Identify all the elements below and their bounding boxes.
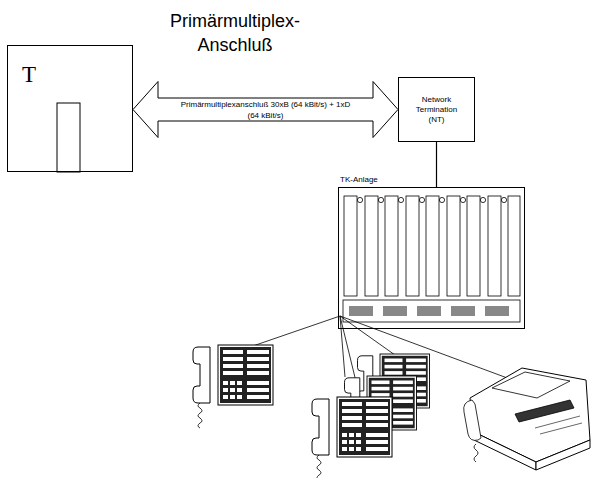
pbx-slots [343, 196, 520, 322]
node-label: T [22, 62, 36, 87]
connector [436, 142, 437, 187]
node-text: Network Termination (NT) [399, 78, 474, 141]
edge-label: Primärmultiplexanschluß 30xB (64 kBit/s)… [181, 99, 351, 121]
building-box: T [7, 45, 133, 172]
telephone [193, 345, 273, 428]
connector [133, 82, 398, 138]
pbx-ports [349, 306, 509, 316]
node-label: Network Termination (NT) [410, 95, 464, 125]
pbx-box: TK-Anlage [338, 187, 525, 329]
node-text: T [22, 62, 36, 88]
fax-machine [464, 368, 590, 470]
node-label: TK-Anlage [340, 175, 378, 184]
network-termination-box: Network Termination (NT) [398, 77, 475, 142]
node-text: TK-Anlage [340, 175, 378, 185]
door-symbol [57, 103, 80, 172]
diagram-title: Primärmultiplex- Anschluß [150, 9, 320, 57]
telephone [312, 397, 392, 478]
